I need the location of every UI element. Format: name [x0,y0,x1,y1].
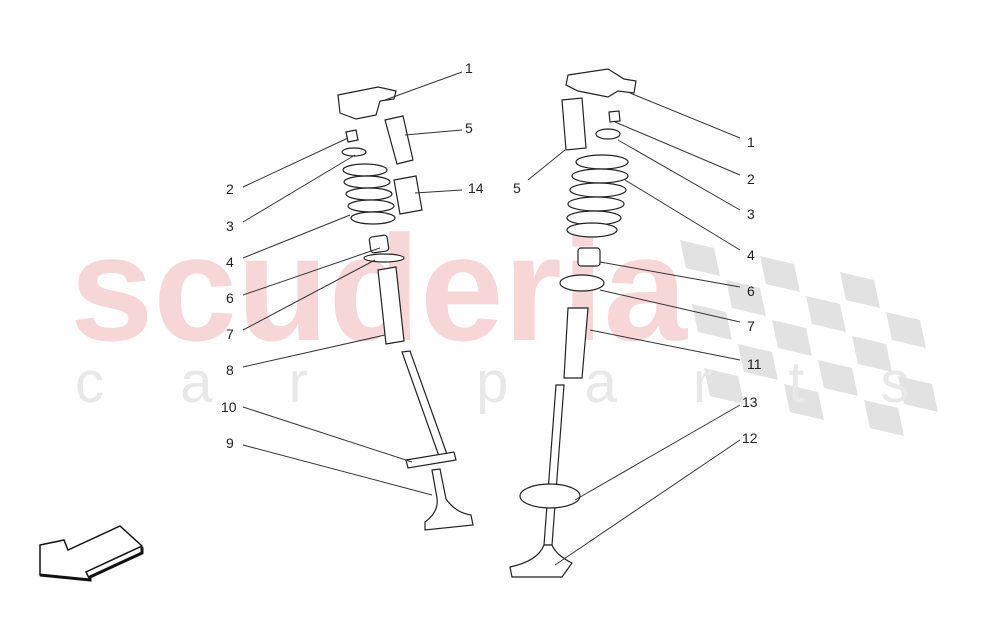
flag-square [898,376,938,412]
valve-seat [405,451,457,469]
flag-square [772,320,812,356]
checkered-flag-watermark [680,240,938,436]
flag-square [852,336,892,372]
left-callout-14: 14 [468,180,484,196]
left-callout-1: 1 [465,60,473,76]
spring-retainer [341,147,367,157]
leader-line [404,129,463,136]
valve [424,468,474,531]
left-callout-4: 4 [226,254,234,270]
flag-square [886,312,926,348]
leader-line [629,92,741,139]
right-callout-7: 7 [747,318,755,334]
valve-cotter [608,110,621,123]
flag-square [680,240,720,276]
left-callout-6: 6 [226,290,234,306]
hydraulic-tappet [384,115,414,165]
left-callout-5: 5 [465,120,473,136]
valve-seat [519,483,581,509]
valve-spring [566,154,629,238]
hydraulic-tappet [561,97,587,151]
leader-line [624,179,741,251]
flag-square [692,304,732,340]
watermark-subtitle: c a r p a r t s [75,350,940,415]
right-callout-1: 1 [747,134,755,150]
flag-square [840,272,880,308]
leader-line [599,261,741,288]
left-valve-assembly [337,86,474,531]
spring-retainer [595,128,621,140]
right-callout-2: 2 [747,171,755,187]
flag-square [784,384,824,420]
leader-line [242,137,349,188]
leader-line [614,121,741,176]
left-callout-10: 10 [221,399,237,415]
leader-line [384,71,463,101]
leader-line [589,329,741,361]
left-callout-9: 9 [226,435,234,451]
right-callout-12: 12 [742,430,758,446]
leader-line [242,247,381,296]
leader-line [242,406,413,463]
flag-square [726,280,766,316]
direction-arrow-icon [39,525,144,581]
leader-line [242,259,376,331]
valve-spring [342,163,396,225]
flag-square [760,256,800,292]
leader-line [414,189,463,194]
valve-stem-seal [368,234,390,254]
left-callout-8: 8 [226,362,234,378]
leader-line [617,139,741,211]
flag-square [864,400,904,436]
tappet-bucket [393,175,423,215]
leader-line [527,149,566,181]
right-callout-4: 4 [747,247,755,263]
leader-line [574,404,741,501]
flag-square [806,296,846,332]
flag-square [818,360,858,396]
flag-square [704,368,744,404]
leader-line [554,439,741,566]
left-callout-7: 7 [226,326,234,342]
right-callout-3: 3 [747,206,755,222]
leader-line [242,214,351,259]
rocker-arm [337,86,397,120]
right-callout-5: 5 [513,180,521,196]
right-callout-6: 6 [747,283,755,299]
rocker-arm [565,68,637,98]
valve-cotter [345,129,359,143]
right-callout-13: 13 [742,394,758,410]
valve [509,544,573,578]
leader-line [242,444,433,496]
flag-square [738,344,778,380]
spring-seat-washer [363,253,405,263]
right-valve-assembly [509,68,637,578]
valve-guide [377,266,405,345]
left-callout-3: 3 [226,218,234,234]
leader-line [242,334,386,368]
valve-stem-seal [577,247,601,267]
spring-seat-washer [559,274,605,292]
right-callout-11: 11 [747,356,762,372]
left-callout-2: 2 [226,181,234,197]
leader-line [599,289,741,323]
valve-guide [563,307,589,379]
leader-line [242,154,356,223]
